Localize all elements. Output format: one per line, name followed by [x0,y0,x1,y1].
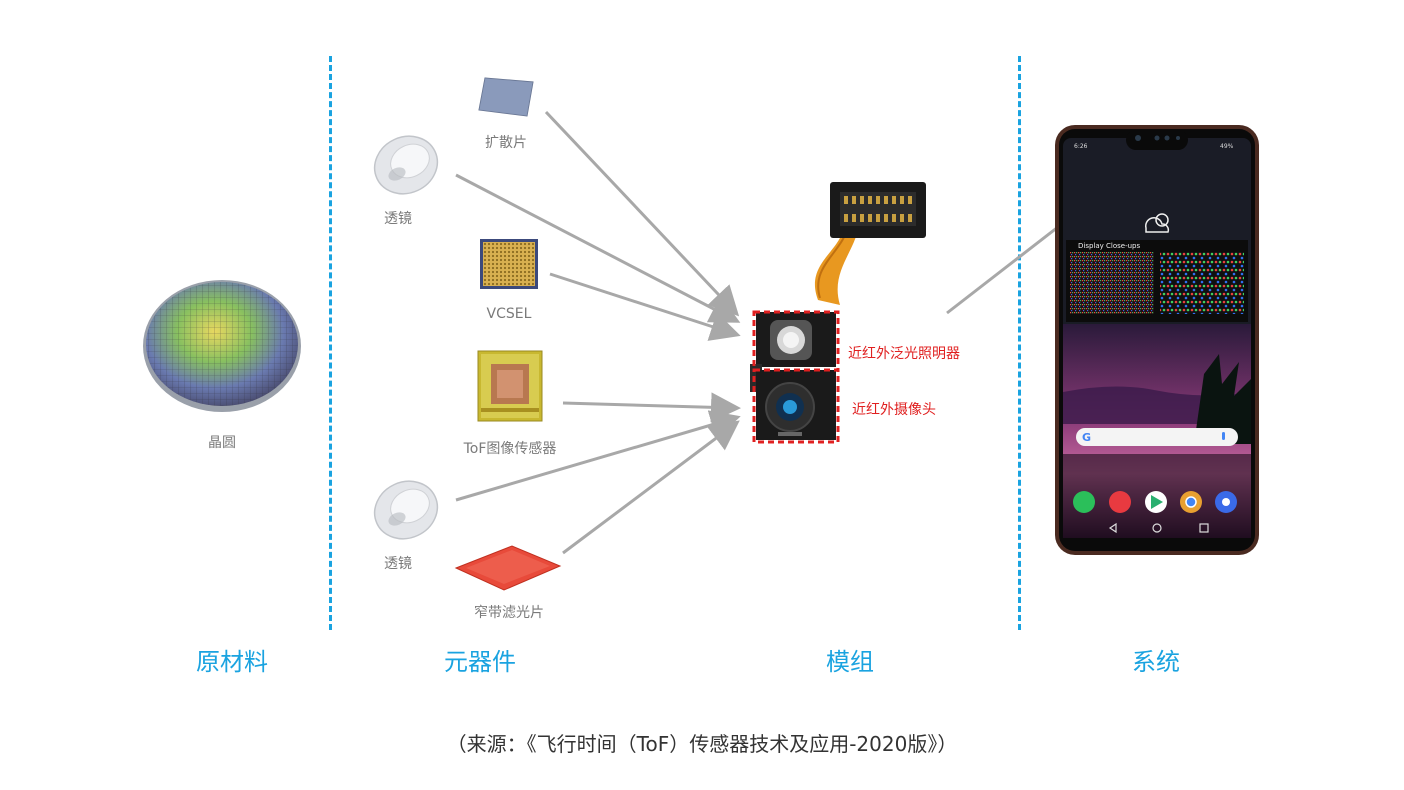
lens-top-label: 透镜 [384,211,412,227]
lens-bottom-image [372,479,440,541]
filter-image [452,542,562,592]
tof-sensor-label: ToF图像传感器 [463,441,557,457]
nav-recents-icon [1199,523,1209,533]
messages-app-icon [1109,491,1131,513]
arrow-filter [562,420,740,555]
divider-module-system [1018,56,1021,630]
weather-icon [1145,213,1170,233]
smartphone-image: 6:26 49% Display Close-ups G [1054,124,1260,556]
illuminator-label: 近红外泛光照明器 [848,346,960,362]
diffuser-image [477,76,535,118]
phone-app-icon [1073,491,1095,513]
stage-raw-materials: 原材料 [196,648,268,676]
lens-bottom-label: 透镜 [384,556,412,572]
widget-title: Display Close-ups [1078,242,1141,250]
google-logo: G [1082,431,1091,444]
vcsel-label: VCSEL [486,306,532,322]
vcsel-image [479,238,539,290]
filter-label: 窄带滤光片 [474,605,544,621]
divider-raw-component [329,56,332,630]
arrow-tof [562,392,741,423]
camera-label: 近红外摄像头 [852,402,936,418]
wafer-label: 晶圆 [208,435,236,451]
nav-back-icon [1108,522,1117,534]
arrow-lens-bottom [455,410,741,502]
stage-module: 模组 [826,648,874,676]
lens-top-image [372,134,440,196]
arrow-diffuser [544,110,740,317]
wafer-image [142,279,302,413]
tof-sensor-image [477,350,543,422]
nav-home-icon [1152,523,1162,533]
tof-module-image [748,180,930,445]
source-caption: （来源：《飞行时间（ToF）传感器技术及应用-2020版》） [446,732,958,756]
diffuser-label: 扩散片 [485,135,527,151]
stage-components: 元器件 [444,648,516,676]
stage-system: 系统 [1132,648,1180,676]
arrow-lens-top [455,173,741,323]
arrow-vcsel [549,272,741,341]
status-battery: 49% [1220,143,1234,150]
status-time: 6:26 [1074,143,1088,150]
